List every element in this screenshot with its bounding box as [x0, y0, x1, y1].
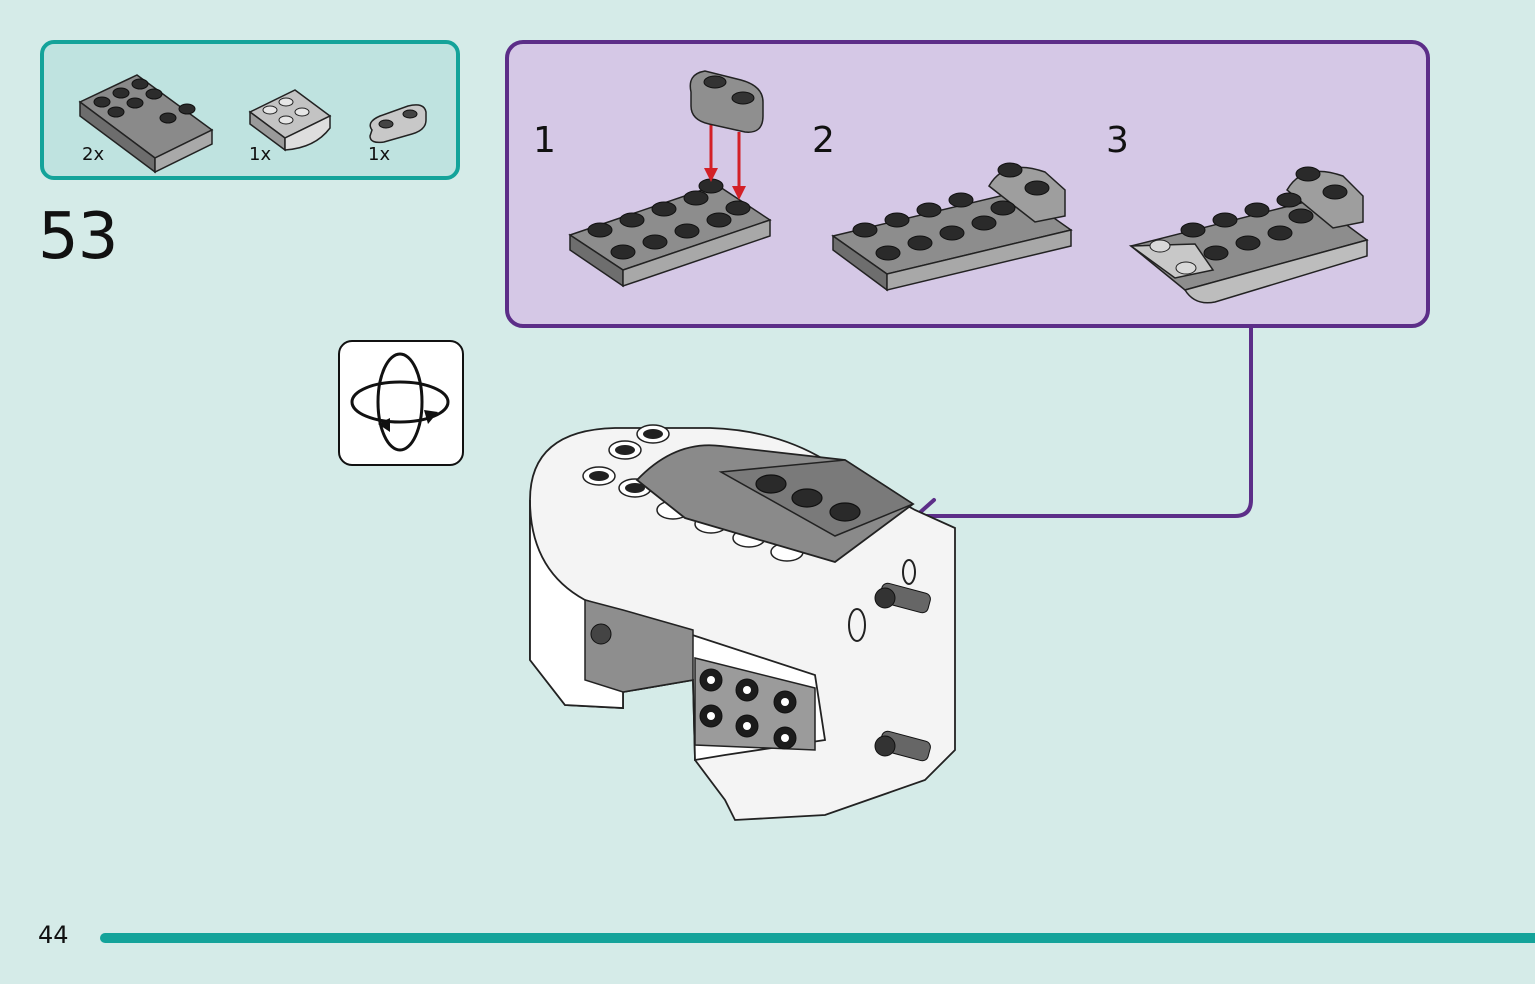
part-quantity: 2x: [82, 144, 105, 165]
substep-label: 3: [1106, 120, 1129, 161]
subassembly-panel: 1 2 3: [505, 40, 1430, 328]
substep-label: 1: [533, 120, 556, 161]
added-wedge-plate-icon: [635, 444, 915, 563]
substep-3-assembly-icon: [1128, 166, 1369, 304]
part-quantity: 1x: [249, 144, 272, 165]
substep-label: 2: [812, 120, 835, 161]
rotate-model-icon: [350, 352, 450, 452]
insertion-arrow-icon: [704, 124, 746, 200]
step-number: 53: [38, 200, 118, 274]
part-wedge-plate-icon: [248, 89, 332, 152]
substep-2-assembly-icon: [831, 162, 1073, 292]
substep-1-plate-icon: [568, 178, 772, 288]
subassembly-illustration: [568, 70, 1369, 304]
axle-pin-icon: [874, 730, 931, 762]
part-plate-2x4-icon: [78, 74, 214, 174]
rotate-model-indicator: [338, 340, 464, 466]
main-model-illustration: [529, 424, 956, 821]
parts-list-illustration: [78, 74, 427, 174]
axle-pin-icon: [874, 582, 931, 614]
part-plate-1x2-rounded-icon: [369, 104, 427, 144]
page-number: 44: [38, 921, 69, 949]
part-quantity: 1x: [368, 144, 391, 165]
substep-1-rounded-plate-icon: [689, 70, 764, 133]
footer-progress-line: [100, 933, 1535, 943]
parts-list: 2x 1x 1x: [40, 40, 460, 180]
